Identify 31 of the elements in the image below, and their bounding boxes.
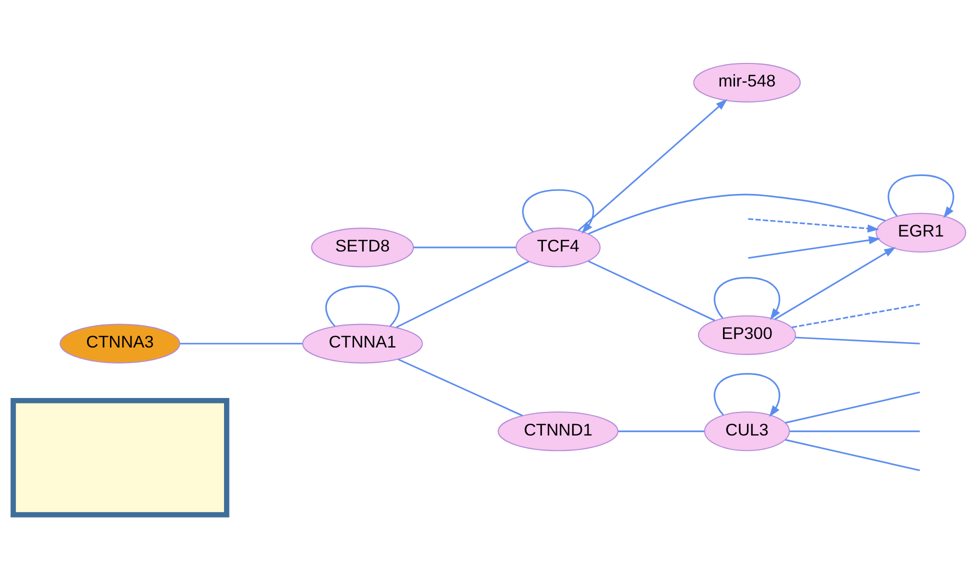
connector (396, 260, 530, 328)
connector (413, 246, 516, 248)
connector (792, 303, 920, 328)
arrow (578, 98, 728, 231)
node-ellipse: EP300 (698, 314, 796, 354)
node-ellipse: CTNNA1 (302, 323, 423, 363)
arrow (774, 246, 896, 320)
arrow (522, 188, 594, 234)
connector (785, 438, 920, 471)
node-box (10, 398, 230, 517)
connector (398, 358, 523, 416)
connector (588, 193, 886, 234)
connector (588, 260, 716, 321)
node-ellipse: CTNNA3 (60, 323, 180, 363)
connector (790, 430, 920, 432)
connector (180, 342, 302, 344)
node-ellipse: TCF4 (516, 227, 601, 267)
arrow (748, 218, 880, 232)
arrow (714, 372, 780, 417)
connector (795, 336, 920, 344)
arrow (748, 236, 880, 258)
arrow (888, 174, 954, 218)
node-ellipse: SETD8 (311, 227, 414, 267)
connector (618, 430, 704, 432)
node-ellipse: CUL3 (704, 410, 790, 451)
arrow (714, 276, 780, 320)
node-ellipse: CTNND1 (498, 410, 618, 451)
connector (325, 284, 400, 326)
node-ellipse: EGR1 (876, 212, 966, 252)
node-ellipse: mir-548 (693, 62, 801, 102)
connector (785, 390, 920, 424)
